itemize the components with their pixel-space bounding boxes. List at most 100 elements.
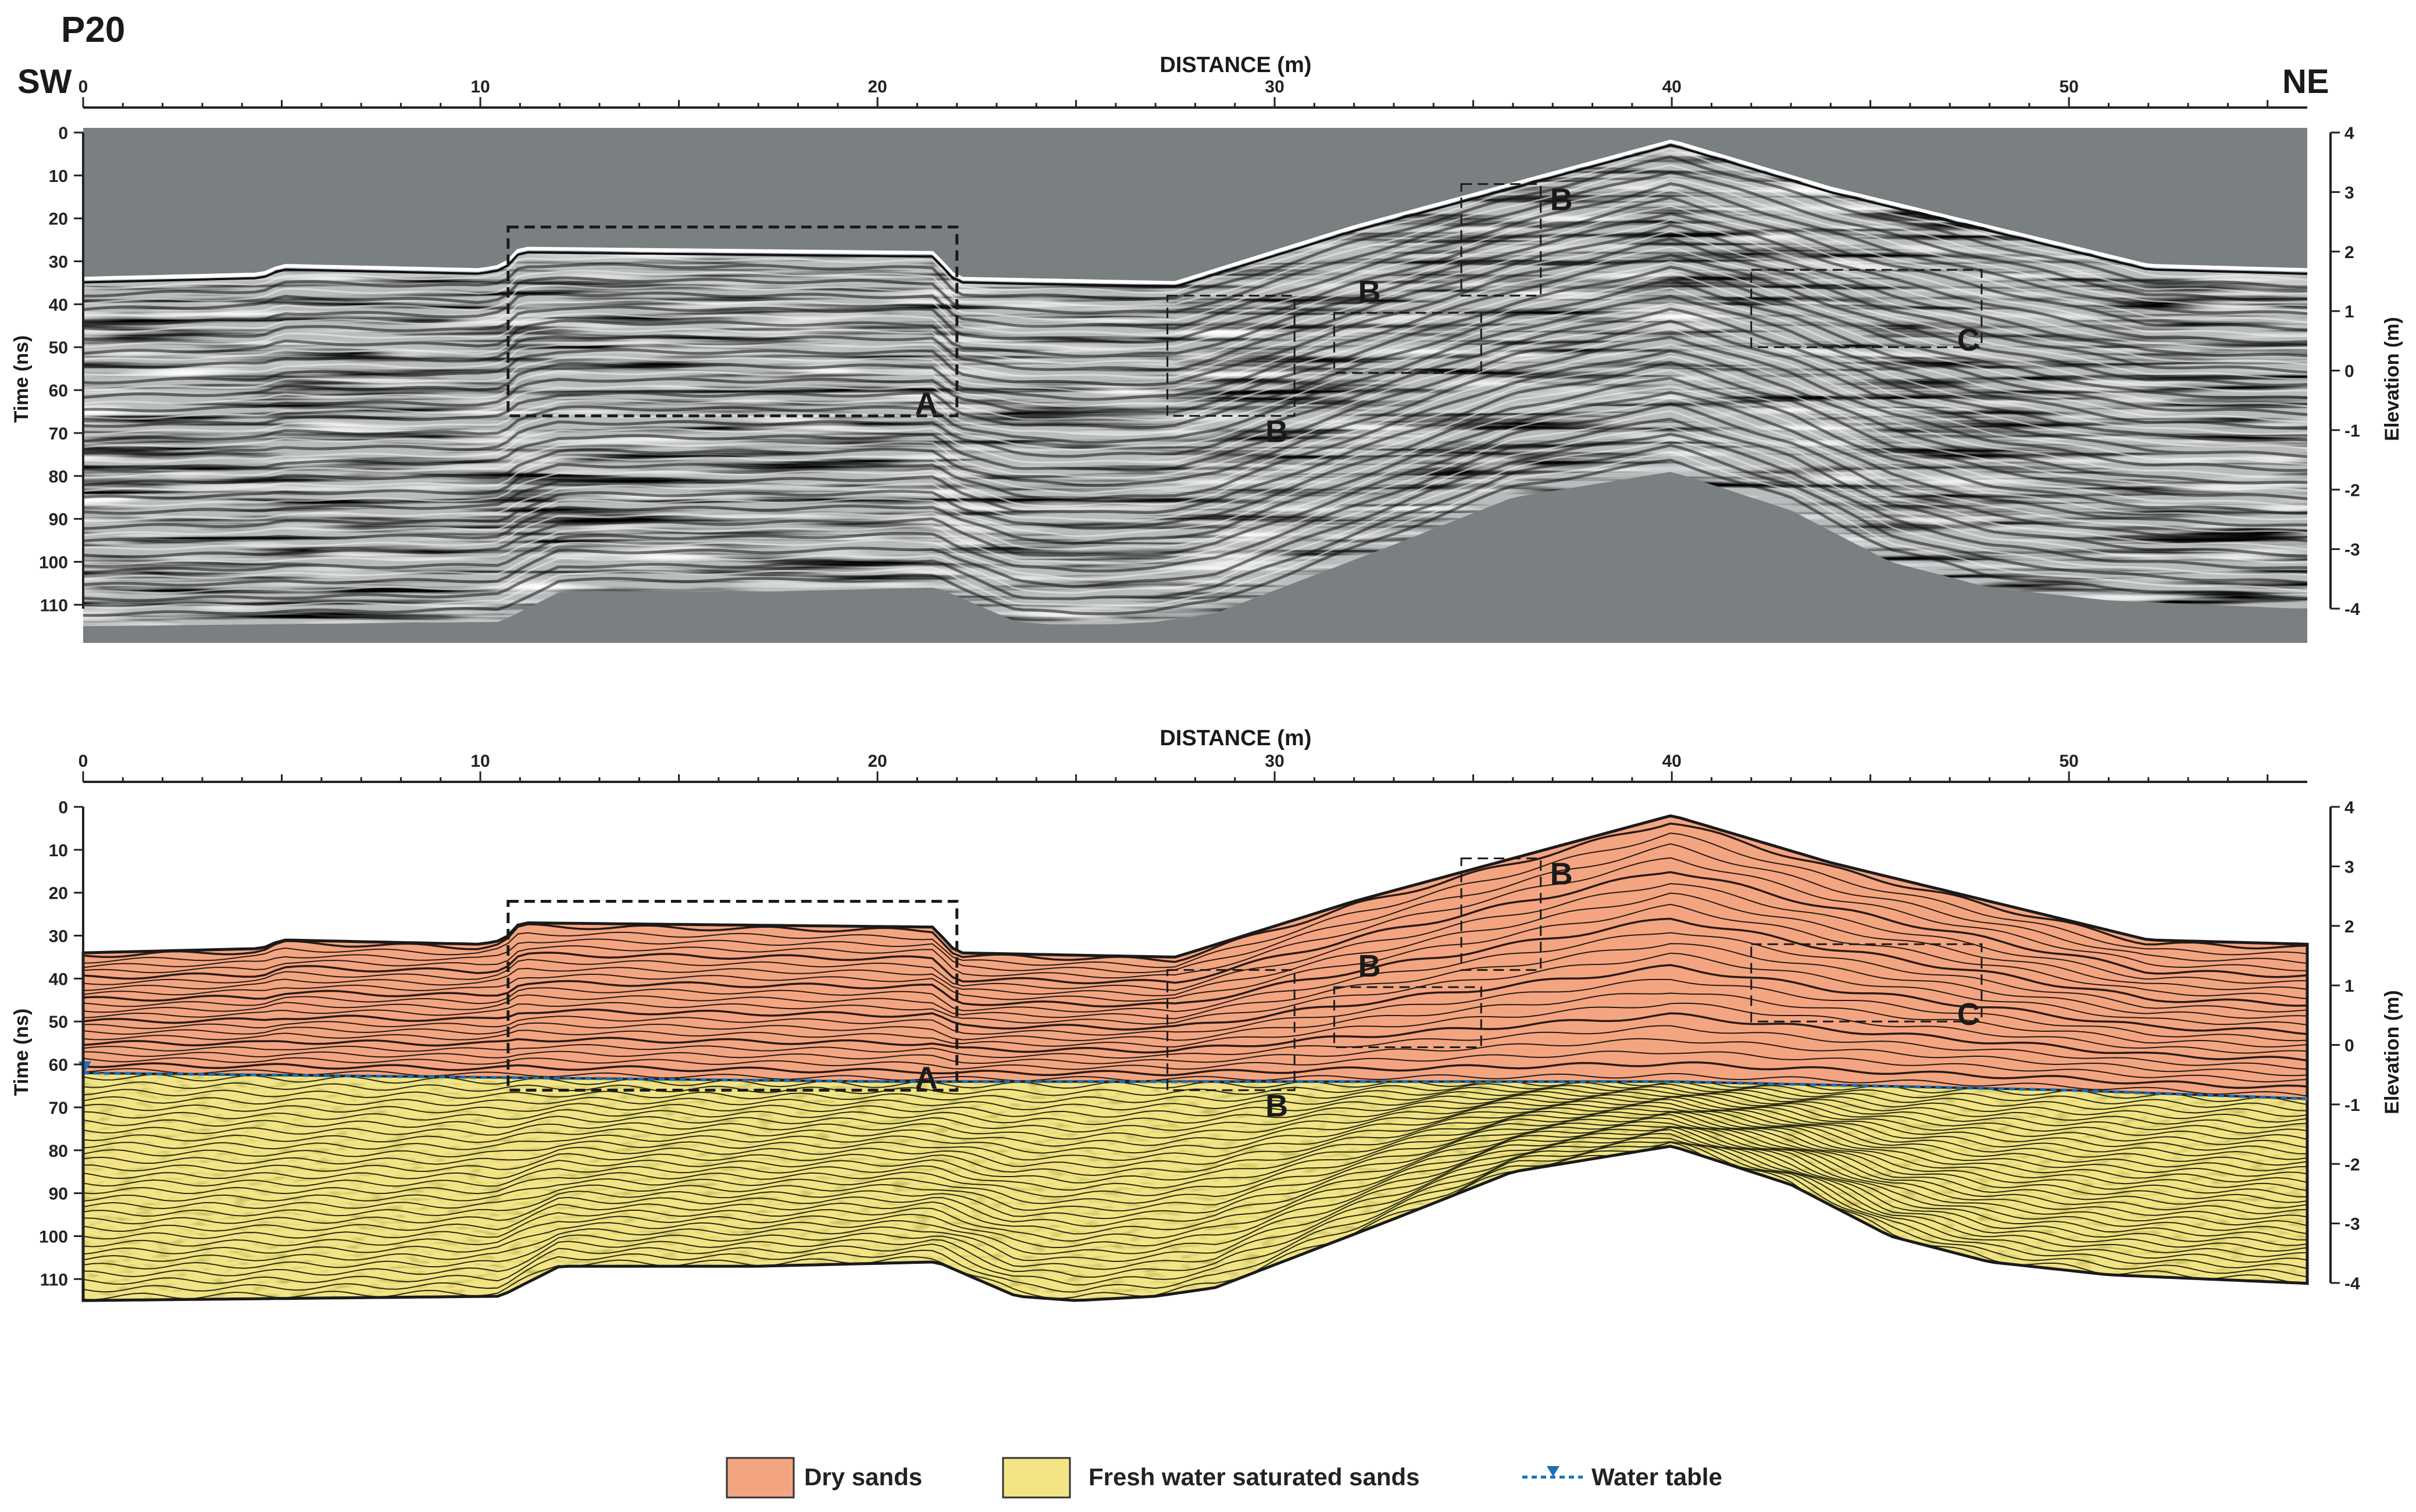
radar-reflector-36 bbox=[83, 397, 2307, 551]
dry-bedding-line bbox=[83, 871, 2307, 985]
saturated-bedding-line bbox=[83, 1121, 2307, 1220]
y-axis-title-elevation: Elevation (m) bbox=[2381, 990, 2403, 1114]
y-tick-label-time-60: 60 bbox=[49, 381, 68, 401]
saturated-sands-bedding bbox=[83, 1074, 2307, 1300]
y-tick-label-elevation--2: -2 bbox=[2344, 481, 2360, 500]
dry-sands-swatch bbox=[726, 1457, 795, 1499]
y-tick-label-time-60: 60 bbox=[49, 1056, 68, 1075]
orientation-left: SW bbox=[17, 63, 72, 101]
box-label-b: B bbox=[1550, 183, 1573, 217]
dry-sands-bedding bbox=[83, 822, 2307, 1097]
radar-reflector-19 bbox=[83, 278, 2307, 429]
saturated-bedding-line bbox=[83, 1137, 2307, 1270]
x-tick-label-50: 50 bbox=[2059, 77, 2078, 96]
x-tick-label-10: 10 bbox=[470, 752, 490, 771]
section-outline bbox=[81, 814, 2309, 1302]
interpretation-box-b bbox=[1333, 986, 1482, 1049]
box-label-b: B bbox=[1358, 949, 1381, 984]
water-table-triangle-icon bbox=[1547, 1466, 1559, 1477]
y-tick-label-time-30: 30 bbox=[49, 927, 68, 946]
radar-reflector-1 bbox=[83, 155, 2307, 301]
legend-label-water-table: Water table bbox=[1591, 1463, 1722, 1490]
y-tick-label-time-0: 0 bbox=[58, 124, 68, 143]
y-tick-label-elevation-4: 4 bbox=[2344, 798, 2354, 817]
saturated-bedding-line bbox=[83, 1141, 2307, 1278]
y-tick-label-elevation--4: -4 bbox=[2344, 600, 2360, 619]
y-tick-label-time-50: 50 bbox=[49, 1013, 68, 1032]
x-tick-label-30: 30 bbox=[1265, 752, 1284, 771]
y-tick-label-elevation--1: -1 bbox=[2344, 1096, 2360, 1115]
radar-reflector-8 bbox=[83, 205, 2307, 351]
figure-title: P20 bbox=[61, 10, 125, 50]
radar-reflector-25 bbox=[83, 319, 2307, 472]
radar-reflector-38 bbox=[83, 410, 2307, 566]
radar-reflector-32 bbox=[83, 369, 2307, 522]
radar-reflector-23 bbox=[83, 307, 2307, 458]
radargram-plot bbox=[83, 128, 2308, 643]
y-tick-label-time-110: 110 bbox=[40, 1270, 68, 1289]
dry-bedding-line bbox=[83, 992, 2307, 1048]
x-tick-label-50: 50 bbox=[2059, 752, 2078, 771]
saturated-bedding-line bbox=[83, 1086, 2307, 1123]
y-tick-label-time-80: 80 bbox=[49, 467, 68, 487]
dry-bedding-line bbox=[83, 883, 2307, 991]
x-axis-title: DISTANCE (m) bbox=[1159, 726, 1311, 750]
dry-bedding-line bbox=[83, 1061, 2307, 1089]
radar-reflector-0 bbox=[83, 148, 2307, 294]
x-tick-label-0: 0 bbox=[78, 752, 88, 771]
saturated-bedding-line bbox=[83, 1132, 2307, 1263]
box-label-a: A bbox=[915, 386, 938, 421]
y-tick-label-elevation--3: -3 bbox=[2344, 1215, 2360, 1234]
radar-reflector-40 bbox=[83, 426, 2307, 580]
x-tick-label-40: 40 bbox=[1662, 752, 1681, 771]
y-tick-label-elevation--4: -4 bbox=[2344, 1274, 2360, 1293]
radar-reflector-45 bbox=[83, 459, 2307, 617]
dry-bedding-line bbox=[83, 1025, 2307, 1070]
y-tick-label-time-90: 90 bbox=[49, 1185, 68, 1204]
y-tick-label-elevation--3: -3 bbox=[2344, 541, 2360, 560]
radar-reflector-20 bbox=[83, 287, 2307, 436]
dry-bedding-line bbox=[83, 1050, 2307, 1083]
saturated-bedding-line bbox=[83, 1114, 2307, 1204]
saturated-bedding-line bbox=[83, 1111, 2307, 1192]
saturated-bedding-line bbox=[83, 1129, 2307, 1255]
box-label-b: B bbox=[1358, 274, 1381, 309]
y-tick-label-elevation-1: 1 bbox=[2344, 977, 2354, 996]
y-tick-label-time-100: 100 bbox=[39, 1227, 68, 1246]
radar-reflector-31 bbox=[83, 360, 2307, 515]
box-label-a: A bbox=[915, 1060, 938, 1095]
saturated-bedding-line bbox=[83, 1142, 2307, 1300]
radar-reflector-16 bbox=[83, 260, 2307, 408]
saturated-bedding-line bbox=[83, 1099, 2307, 1160]
radar-reflector-2 bbox=[83, 164, 2307, 308]
legend-item-water-table: Water table bbox=[1522, 1463, 1722, 1490]
interpretation-box-b bbox=[1166, 969, 1296, 1091]
saturated-bedding-line bbox=[83, 1095, 2307, 1149]
saturated-bedding-line bbox=[83, 1074, 2307, 1105]
saturated-bedding-line bbox=[83, 1083, 2307, 1117]
radar-reflector-29 bbox=[83, 349, 2307, 502]
dry-bedding-line bbox=[83, 932, 2307, 1013]
box-label-b: B bbox=[1550, 857, 1573, 892]
y-tick-label-elevation-2: 2 bbox=[2344, 243, 2354, 262]
box-label-c: C bbox=[1957, 323, 1980, 358]
ground-surface-dark-band bbox=[83, 144, 2308, 288]
legend-item-saturated-sands: Fresh water saturated sands bbox=[1002, 1457, 1420, 1499]
radar-reflector-9 bbox=[83, 212, 2307, 358]
y-tick-label-elevation-2: 2 bbox=[2344, 917, 2354, 936]
saturated-bedding-line bbox=[83, 1127, 2307, 1235]
radar-reflector-5 bbox=[83, 182, 2307, 330]
water-table-line bbox=[83, 1071, 2308, 1100]
saturated-bedding-line bbox=[83, 1094, 2307, 1140]
ground-surface-reflection bbox=[83, 140, 2308, 285]
y-tick-label-elevation-0: 0 bbox=[2344, 1036, 2354, 1056]
x-axis-title: DISTANCE (m) bbox=[1159, 53, 1311, 77]
radar-reflector-27 bbox=[83, 335, 2307, 487]
saturated-bedding-line bbox=[83, 1104, 2307, 1171]
radar-reflector-17 bbox=[83, 266, 2307, 414]
radar-reflector-34 bbox=[83, 385, 2307, 537]
dry-bedding-line bbox=[83, 1068, 2307, 1097]
